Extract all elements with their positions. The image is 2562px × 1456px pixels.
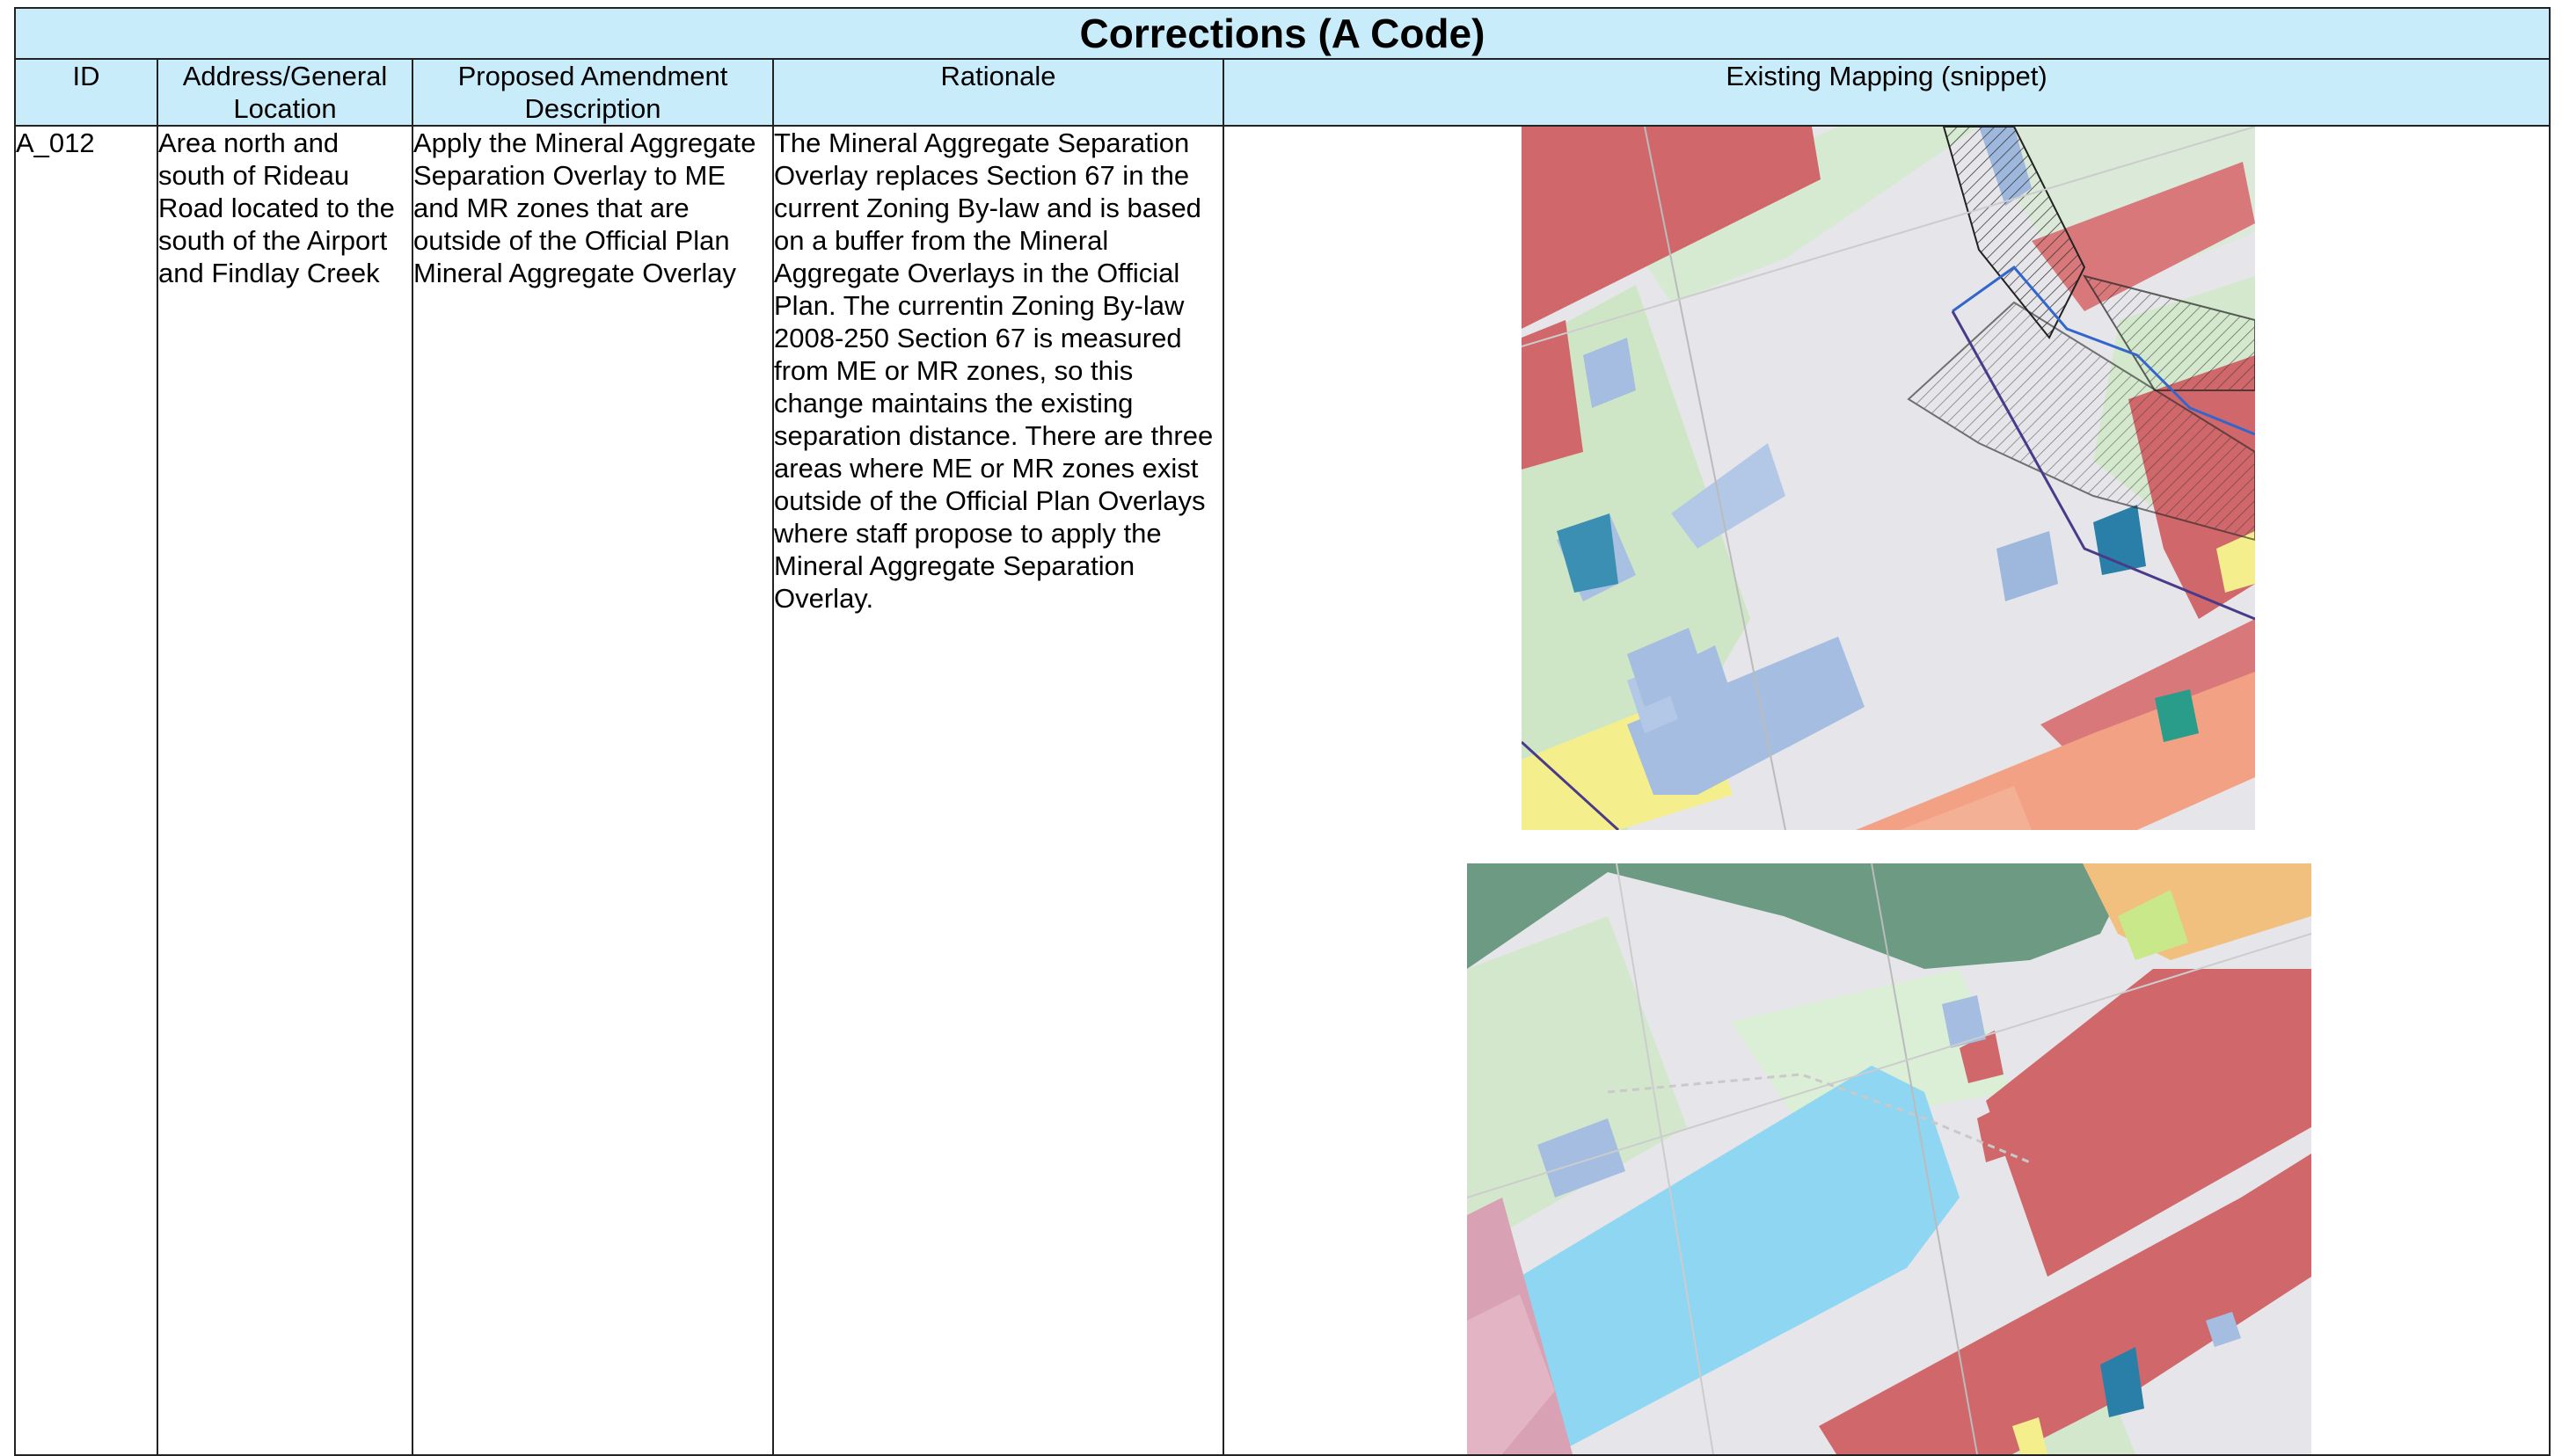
map-snippet-1 <box>1522 127 2255 830</box>
header-location: Address/General Location <box>157 58 413 127</box>
cell-location: Area north and south of Rideau Road loca… <box>157 125 413 1456</box>
table-title: Corrections (A Code) <box>14 7 2551 60</box>
header-mapping: Existing Mapping (snippet) <box>1223 58 2551 127</box>
cell-mapping <box>1223 125 2551 1456</box>
cell-rationale: The Mineral Aggregate Separation Overlay… <box>772 125 1224 1456</box>
cell-id: A_012 <box>14 125 158 1456</box>
header-rationale: Rationale <box>772 58 1224 127</box>
table-row: A_012 Area north and south of Rideau Roa… <box>14 125 2551 1456</box>
header-id: ID <box>14 58 158 127</box>
corrections-table: Corrections (A Code) ID Address/General … <box>14 7 2551 1456</box>
map-snippet-2 <box>1467 863 2311 1454</box>
cell-amendment: Apply the Mineral Aggregate Separation O… <box>412 125 774 1456</box>
header-amendment: Proposed Amendment Description <box>412 58 774 127</box>
